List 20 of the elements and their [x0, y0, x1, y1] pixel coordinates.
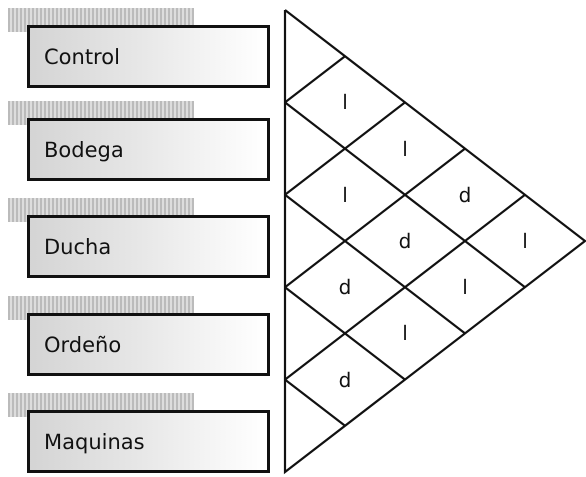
relationship-code: l	[402, 138, 408, 159]
department-name: Bodega	[44, 138, 124, 162]
department-box	[27, 118, 270, 181]
relationship-code: d	[338, 370, 352, 390]
department-box	[27, 313, 270, 376]
department-name: Maquinas	[44, 430, 145, 454]
relationship-code: d	[338, 277, 352, 298]
relationship-code: l	[342, 184, 348, 205]
relationship-code: l	[402, 323, 408, 344]
department-name: Ducha	[44, 234, 112, 258]
department-name: Ordeño	[44, 332, 122, 356]
department-box	[27, 410, 270, 473]
department-name: Control	[44, 44, 120, 68]
relationship-code: l	[522, 231, 528, 251]
relationship-code: d	[458, 184, 472, 205]
relationship-code: d	[398, 231, 412, 251]
department-box	[27, 25, 270, 88]
relationship-code: l	[342, 92, 348, 112]
relationship-code: l	[462, 277, 468, 298]
department-box	[27, 215, 270, 278]
